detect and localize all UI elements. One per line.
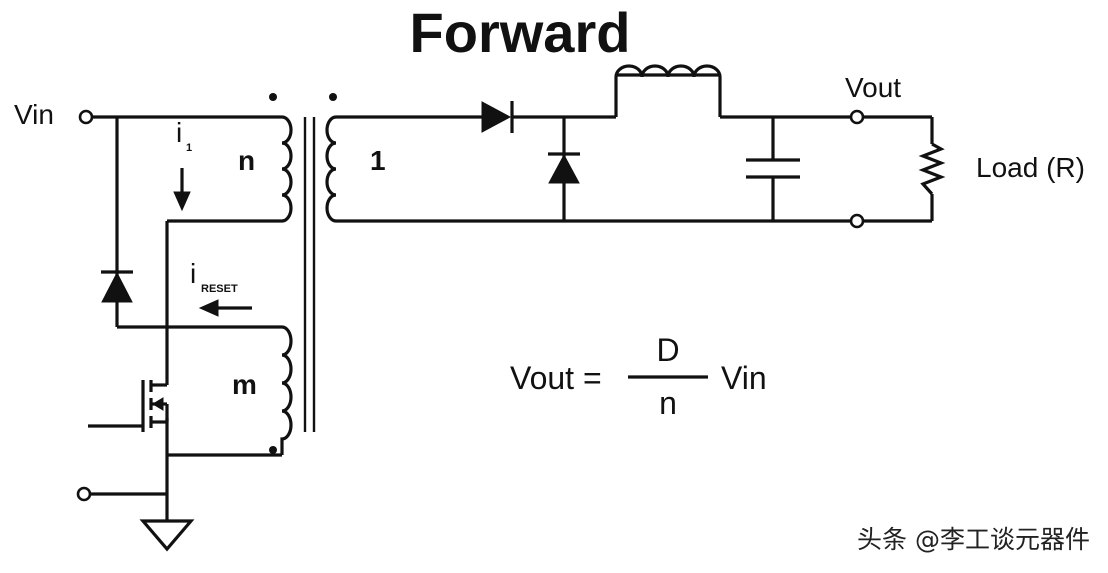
secondary-polarity-dot — [329, 93, 337, 101]
primary-current-subscript: 1 — [186, 142, 192, 154]
vout-label: Vout — [845, 72, 901, 103]
secondary-turns-label: 1 — [370, 145, 386, 176]
secondary-winding — [325, 115, 337, 223]
watermark-text: 头条 @李工谈元器件 — [857, 525, 1090, 554]
primary-circuit — [76, 109, 282, 521]
primary-current-label: i — [176, 117, 182, 148]
primary-polarity-dot — [269, 93, 277, 101]
mosfet-switch — [141, 380, 169, 432]
ground-icon — [139, 519, 195, 552]
equation-numerator: D — [656, 332, 679, 368]
reset-current-label: i — [190, 258, 196, 289]
primary-turns-label: n — [238, 145, 255, 176]
gate-terminal — [76, 486, 92, 502]
transformer — [269, 93, 337, 455]
output-capacitor — [746, 158, 800, 179]
freewheel-diode — [548, 152, 580, 184]
secondary-circuit — [336, 77, 934, 223]
clamp-diode-triangle — [101, 271, 133, 303]
clamp-diode — [101, 270, 133, 303]
vout-terminal-positive — [849, 109, 865, 125]
output-voltage-equation: Vout = D n Vin — [510, 332, 767, 421]
primary-current-arrow — [173, 168, 191, 212]
primary-winding — [281, 115, 293, 223]
reset-current-arrow — [198, 299, 252, 317]
equation-lhs: Vout = — [510, 360, 602, 396]
equation-denominator: n — [659, 385, 677, 421]
rectifier-diode — [481, 101, 514, 133]
load-resistor — [918, 142, 946, 196]
mosfet-arrow — [152, 397, 164, 411]
reset-current-subscript: RESET — [201, 283, 238, 295]
reset-polarity-dot — [269, 446, 277, 454]
equation-rhs: Vin — [721, 360, 767, 396]
vin-terminal — [78, 109, 94, 125]
vout-terminal-negative — [849, 213, 865, 229]
reset-winding — [280, 325, 293, 455]
load-label: Load (R) — [976, 152, 1085, 183]
output-inductor — [614, 64, 722, 78]
vin-label: Vin — [14, 99, 54, 130]
diagram-title: Forward — [410, 1, 631, 64]
reset-turns-label: m — [232, 369, 257, 400]
